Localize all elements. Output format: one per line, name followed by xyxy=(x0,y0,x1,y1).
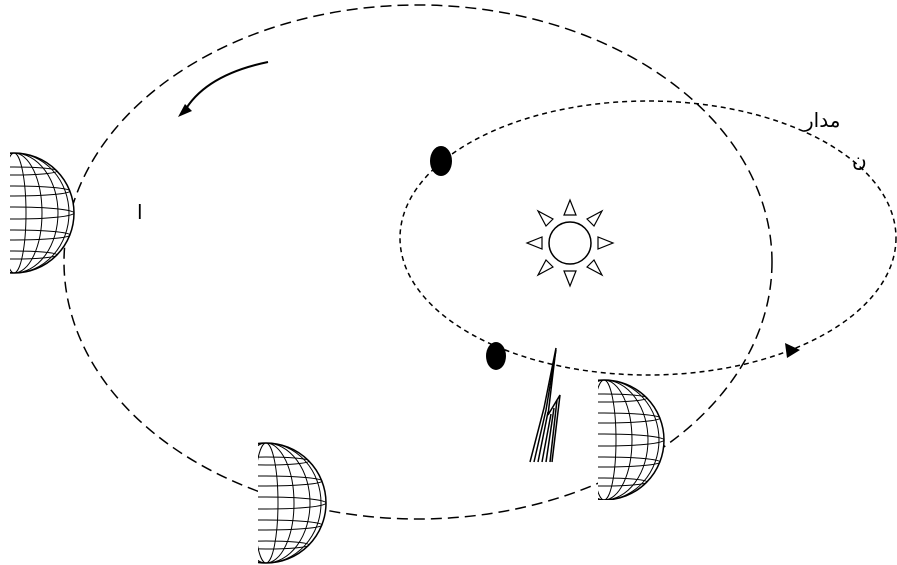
earth-orbit xyxy=(64,5,772,519)
sun-icon xyxy=(527,200,613,286)
orbit-direction-arrow xyxy=(178,62,268,117)
globe-icon xyxy=(544,380,664,500)
globe-icon xyxy=(206,443,326,563)
inner-orbit xyxy=(400,101,896,375)
planet-dot xyxy=(430,146,452,176)
planet-dot xyxy=(486,342,506,370)
orbit-label-fragment: ن xyxy=(852,148,867,172)
inner-orbit-arrowhead xyxy=(785,343,800,358)
orbit-label: مدار xyxy=(804,108,840,132)
globe-icon xyxy=(0,153,74,273)
earth-orbit-mark: ا xyxy=(137,200,143,224)
comet-icon xyxy=(530,348,560,462)
